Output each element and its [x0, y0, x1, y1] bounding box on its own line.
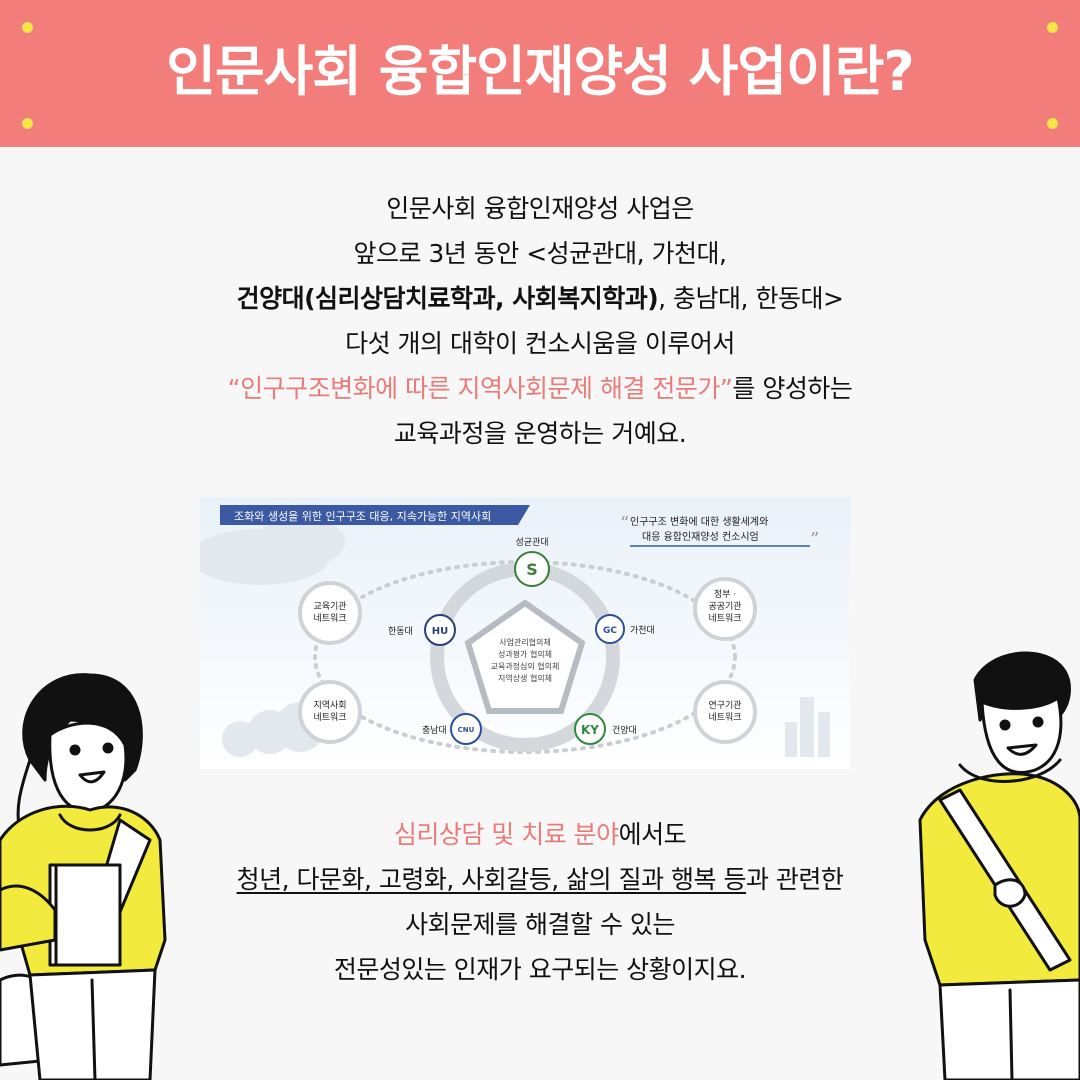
network-node-education: 교육기관 네트워크 [298, 581, 362, 645]
council-item: 사업관리협의체 [499, 637, 551, 647]
network-node-research: 연구기관 네트워크 [693, 680, 757, 744]
network-label: 정부 · [714, 589, 736, 600]
university-label: 충남대 [422, 725, 447, 736]
background-scenery [200, 517, 830, 757]
outro-text: 과 관련한 [745, 865, 844, 894]
highlight-university: 건양대(심리상담치료학과, 사회복지학과) [236, 284, 659, 313]
outro-line: 전문성있는 인재가 요구되는 상황이지요. [333, 955, 747, 984]
council-pentagon [464, 599, 586, 714]
skku-logo-icon: S [526, 560, 538, 579]
network-node-government: 정부 · 공공기관 네트워크 [693, 577, 757, 641]
university-node-gachon: GC 가천대 [595, 614, 655, 644]
university-label: 한동대 [388, 626, 413, 637]
intro-line: 건양대(심리상담치료학과, 사회복지학과), 충남대, 한동대> [100, 276, 980, 321]
title-banner: 인문사회 융합인재양성 사업이란? [0, 0, 1080, 147]
diagram-banner-text: 조화와 생성을 위한 인구구조 대응, 지속가능한 지역사회 [234, 510, 491, 523]
university-label: 건양대 [612, 725, 637, 736]
network-label: 교육기관 [313, 601, 346, 612]
outro-line: 사회문제를 해결할 수 있는 [405, 910, 675, 939]
decor-dot [22, 22, 33, 33]
decor-dot [1047, 22, 1058, 33]
council-item: 교육과정심의 협의체 [491, 661, 560, 671]
network-label: 연구기관 [708, 700, 741, 711]
female-student-illustration [0, 673, 167, 1080]
intro-line: 다섯 개의 대학이 컨소시움을 이루어서 [345, 329, 735, 358]
council-item: 성과평가 협의체 [498, 649, 552, 659]
university-label: 성균관대 [515, 537, 548, 548]
network-label: 네트워크 [313, 712, 346, 723]
page-title: 인문사회 융합인재양성 사업이란? [166, 40, 914, 103]
consortium-diagram: 조화와 생성을 위한 인구구조 대응, 지속가능한 지역사회 인구구조 변화에 … [200, 497, 850, 769]
university-node-konyang: KY 건양대 [574, 713, 637, 745]
intro-line: 인문사회 융합인재양성 사업은 [386, 194, 694, 223]
quote-mark-icon: ” [810, 529, 819, 550]
outro-line: 심리상담 및 치료 분야에서도 [100, 812, 980, 857]
quote-line: 대응 융합인재양성 컨소시엄 [642, 531, 759, 543]
outro-text: 에서도 [618, 820, 687, 849]
network-label: 공공기관 [708, 601, 741, 612]
intro-text: 를 양성하는 [732, 374, 853, 403]
network-node-community: 지역사회 네트워크 [298, 680, 362, 744]
intro-text: , 충남대, 한동대> [658, 284, 844, 313]
network-label: 지역사회 [313, 700, 346, 711]
university-node-cnu: CNU 충남대 [422, 713, 482, 745]
outro-line: 청년, 다문화, 고령화, 사회갈등, 삶의 질과 행복 등과 관련한 [100, 857, 980, 902]
social-issues-list: 청년, 다문화, 고령화, 사회갈등, 삶의 질과 행복 등 [236, 865, 747, 894]
gachon-logo-icon: GC [603, 626, 617, 636]
program-goal-quote: “인구구조변화에 따른 지역사회문제 해결 전문가” [227, 374, 733, 403]
network-ring [313, 560, 737, 754]
cnu-logo-icon: CNU [458, 726, 475, 734]
university-node-skku: S 성균관대 [514, 537, 550, 587]
intro-line: 앞으로 3년 동안 <성균관대, 가천대, [353, 239, 727, 268]
quote-line: 인구구조 변화에 대한 생활세계와 [630, 515, 768, 528]
network-label: 네트워크 [708, 613, 741, 624]
handong-logo-icon: HU [432, 626, 449, 637]
quote-mark-icon: “ [620, 513, 629, 534]
university-node-handong: HU 한동대 [388, 614, 456, 646]
male-student-illustration [918, 651, 1080, 1080]
decor-dot [22, 118, 33, 129]
outro-paragraph: 심리상담 및 치료 분야에서도 청년, 다문화, 고령화, 사회갈등, 삶의 질… [100, 812, 980, 992]
university-label: 가천대 [630, 625, 655, 636]
diagram-banner [220, 505, 530, 525]
intro-paragraph: 인문사회 융합인재양성 사업은 앞으로 3년 동안 <성균관대, 가천대, 건양… [100, 186, 980, 456]
konyang-logo-icon: KY [581, 723, 599, 737]
intro-line: “인구구조변화에 따른 지역사회문제 해결 전문가”를 양성하는 [100, 366, 980, 411]
network-label: 네트워크 [313, 613, 346, 624]
field-highlight: 심리상담 및 치료 분야 [393, 820, 619, 849]
network-label: 네트워크 [708, 712, 741, 723]
decor-dot [1047, 118, 1058, 129]
intro-line: 교육과정을 운영하는 거예요. [393, 419, 687, 448]
council-item: 지역상생 협의체 [498, 673, 552, 683]
